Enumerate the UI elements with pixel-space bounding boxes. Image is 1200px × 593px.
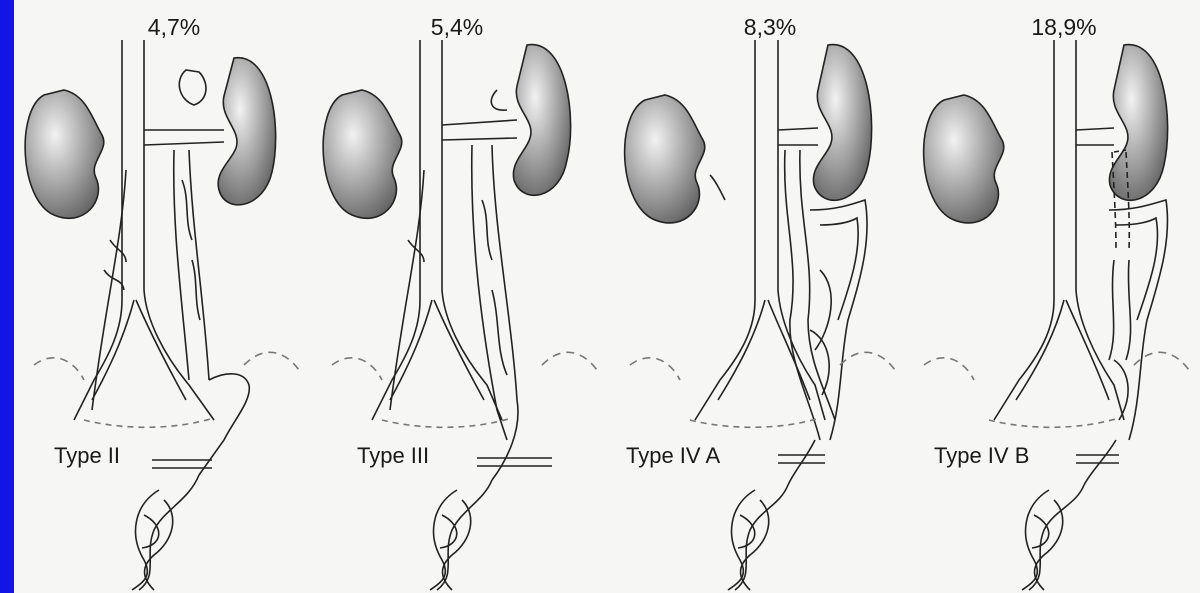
panel-type-iii: 5,4% <box>312 0 608 593</box>
panel-type-ii: 4,7% <box>14 0 310 593</box>
right-kidney <box>25 90 104 218</box>
venous-anatomy-drawing <box>312 0 608 593</box>
right-kidney <box>924 95 1004 223</box>
panel-type-iv-a: 8,3% <box>610 0 906 593</box>
left-kidney <box>813 45 871 201</box>
right-kidney <box>323 90 402 218</box>
left-kidney <box>1109 45 1167 201</box>
diagram-slide: 4,7% <box>14 0 1200 593</box>
type-label: Type II <box>54 443 120 469</box>
venous-anatomy-drawing <box>610 0 906 593</box>
venous-anatomy-drawing <box>14 0 310 593</box>
right-kidney <box>625 95 705 223</box>
left-kidney <box>513 45 570 196</box>
left-kidney <box>218 58 276 205</box>
venous-anatomy-drawing <box>904 0 1200 593</box>
type-label: Type III <box>357 443 429 469</box>
type-label: Type IV B <box>934 443 1029 469</box>
panel-type-iv-b: 18,9% <box>904 0 1200 593</box>
type-label: Type IV A <box>626 443 720 469</box>
